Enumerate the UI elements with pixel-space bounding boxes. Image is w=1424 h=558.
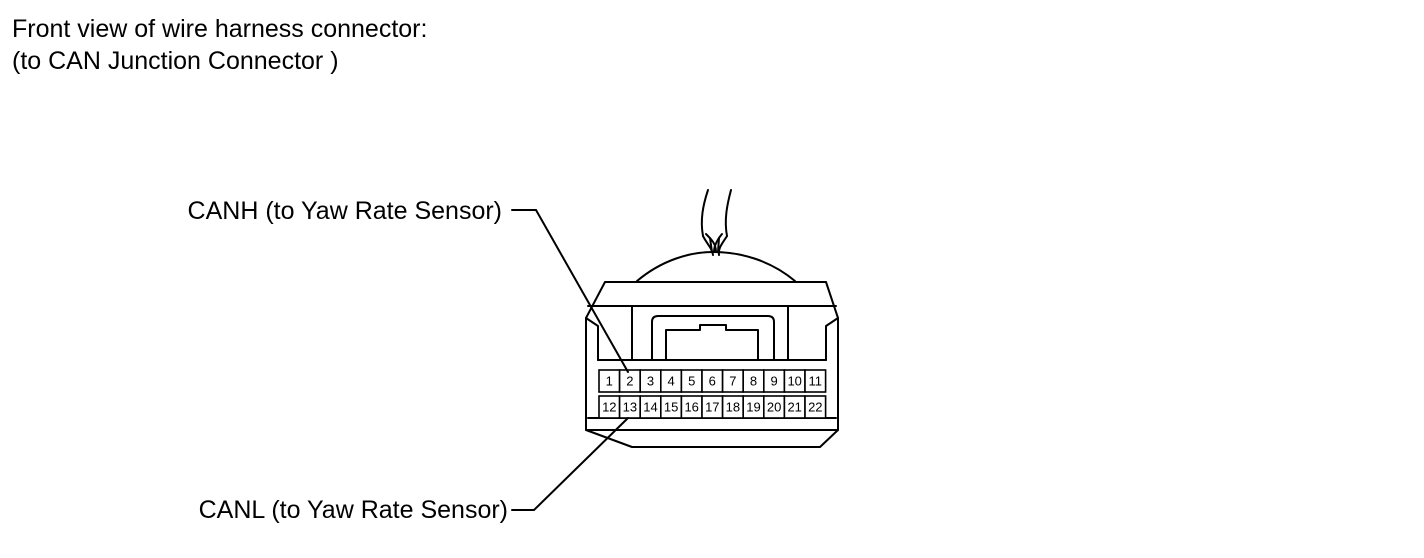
- canl-leader-line: [511, 417, 629, 511]
- pin-number-14: 14: [643, 399, 657, 414]
- connector-inner-cavity: [597, 305, 633, 361]
- connector-latch: [651, 315, 775, 361]
- pin-cell-22: [804, 395, 827, 419]
- pin-number-17: 17: [705, 399, 719, 414]
- pin-number-19: 19: [746, 399, 760, 414]
- connector-boot: [636, 251, 796, 282]
- pin-number-22: 22: [808, 399, 822, 414]
- canh-leader-line: [511, 209, 629, 373]
- pin-number-4: 4: [667, 373, 674, 388]
- pin-number-16: 16: [684, 399, 698, 414]
- pin-number-7: 7: [729, 373, 736, 388]
- pin-number-1: 1: [606, 373, 613, 388]
- callout-canh-label: CANH (to Yaw Rate Sensor): [187, 197, 502, 225]
- connector-left-step: [585, 317, 599, 361]
- pin-number-5: 5: [688, 373, 695, 388]
- wire-bundle: [700, 189, 732, 256]
- diagram-title-line-1: Front view of wire harness connector:: [12, 15, 428, 43]
- diagram-title-line-2: (to CAN Junction Connector ): [12, 47, 339, 75]
- callout-canl-label: CANL (to Yaw Rate Sensor): [198, 496, 508, 524]
- pin-cell-11: [804, 369, 827, 393]
- pin-number-8: 8: [750, 373, 757, 388]
- pin-number-3: 3: [647, 373, 654, 388]
- pin-number-11: 11: [809, 373, 823, 388]
- pin-number-12: 12: [602, 399, 616, 414]
- pin-number-15: 15: [664, 399, 678, 414]
- pin-number-6: 6: [709, 373, 716, 388]
- pin-number-21: 21: [787, 399, 801, 414]
- pin-number-20: 20: [767, 399, 781, 414]
- pin-number-10: 10: [787, 373, 801, 388]
- pin-number-18: 18: [726, 399, 740, 414]
- pin-number-13: 13: [623, 399, 637, 414]
- pin-number-9: 9: [770, 373, 777, 388]
- pin-number-2: 2: [626, 373, 633, 388]
- connector-right-step: [825, 317, 839, 361]
